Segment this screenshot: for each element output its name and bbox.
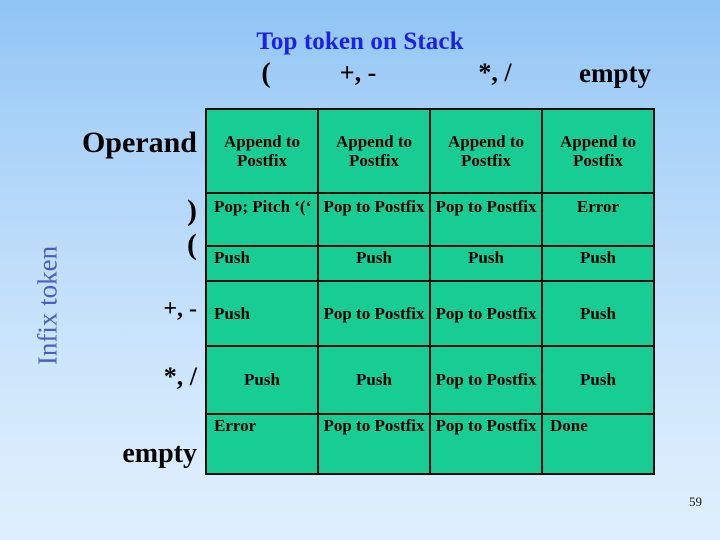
table-cell: Append to Postfix	[429, 108, 543, 194]
table-row: Pop; Pitch ‘(‘ Pop to Postfix Pop to Pos…	[205, 192, 655, 247]
table-cell: Pop to Postfix	[429, 280, 543, 347]
table-cell: Push	[205, 345, 319, 415]
row-header-times-divide: *, /	[163, 362, 197, 391]
table-cell: Push	[541, 245, 655, 282]
table-row: Push Push Push Push	[205, 245, 655, 282]
row-header-close-paren: )	[187, 194, 197, 227]
table-cell: Push	[541, 345, 655, 415]
table-cell: Append to Postfix	[541, 108, 655, 194]
table-cell: Pop to Postfix	[429, 413, 543, 475]
table-row: Push Pop to Postfix Pop to Postfix Push	[205, 280, 655, 347]
table-row: Error Pop to Postfix Pop to Postfix Done	[205, 413, 655, 475]
table-cell: Pop; Pitch ‘(‘	[205, 192, 319, 247]
page-number: 59	[689, 494, 702, 509]
table-cell: Pop to Postfix	[317, 413, 431, 475]
row-header-empty: empty	[122, 438, 197, 469]
table-cell: Pop to Postfix	[317, 280, 431, 347]
column-header-open-paren: (	[261, 58, 271, 89]
table-cell: Push	[541, 280, 655, 347]
column-header-times-divide: *, /	[478, 58, 512, 87]
table-cell: Pop to Postfix	[317, 192, 431, 247]
row-header-operand: Operand	[81, 126, 197, 159]
table-cell: Append to Postfix	[317, 108, 431, 194]
table-cell: Push	[317, 345, 431, 415]
row-header-plus-minus: +, -	[163, 296, 197, 322]
infix-to-postfix-decision-table: Append to Postfix Append to Postfix Appe…	[205, 108, 655, 475]
table-cell: Push	[205, 245, 319, 282]
table-cell: Error	[541, 192, 655, 247]
table-cell: Push	[205, 280, 319, 347]
column-header-plus-minus: +, -	[339, 58, 377, 87]
column-header-empty: empty	[579, 58, 651, 88]
row-header-column: Operand ) ( +, - *, / empty	[0, 0, 197, 540]
table-cell: Push	[317, 245, 431, 282]
table-cell: Done	[541, 413, 655, 475]
row-header-open-paren: (	[187, 228, 197, 261]
page-title: Top token on Stack	[256, 28, 464, 55]
table-cell: Push	[429, 245, 543, 282]
table-cell: Error	[205, 413, 319, 475]
table-cell: Pop to Postfix	[429, 345, 543, 415]
table-row: Append to Postfix Append to Postfix Appe…	[205, 108, 655, 194]
column-header-row: ( +, - *, / empty	[205, 58, 675, 100]
table-cell: Pop to Postfix	[429, 192, 543, 247]
table-cell: Append to Postfix	[205, 108, 319, 194]
table-row: Push Push Pop to Postfix Push	[205, 345, 655, 415]
